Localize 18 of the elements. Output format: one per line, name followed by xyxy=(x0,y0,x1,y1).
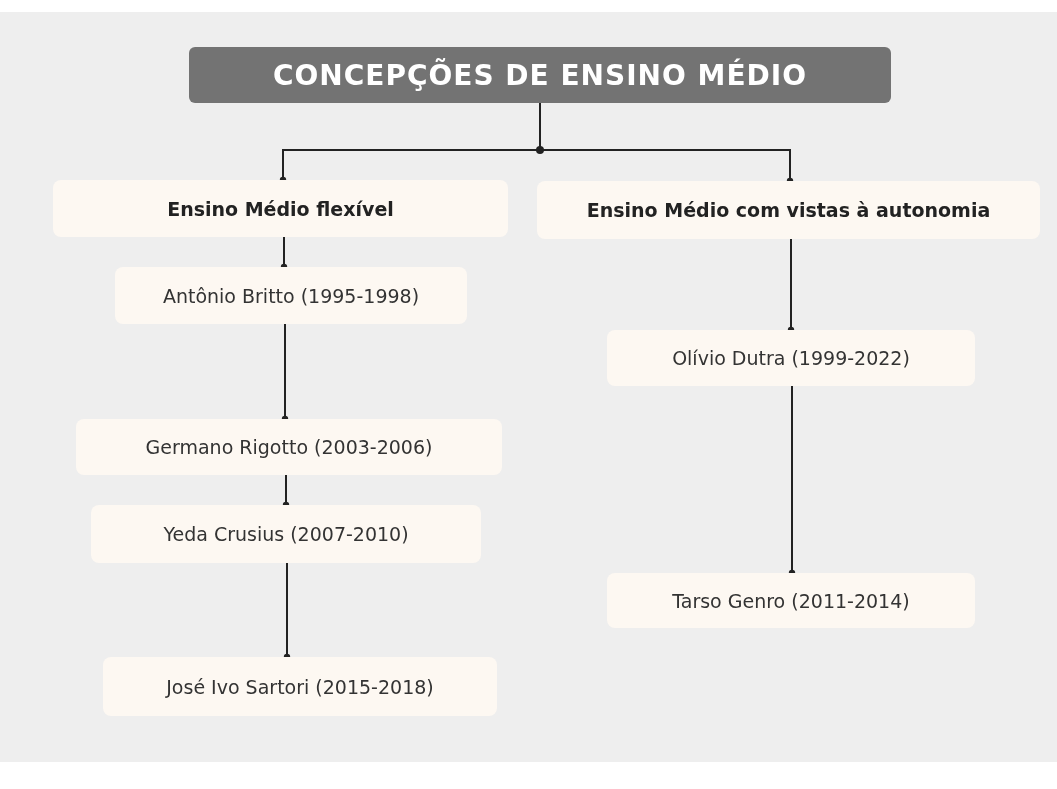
box-label: Tarso Genro (2011-2014) xyxy=(672,589,910,612)
box-label: Olívio Dutra (1999-2022) xyxy=(672,347,910,369)
governor-box xyxy=(115,267,467,324)
governor-box xyxy=(91,505,481,563)
box-label: Germano Rigotto (2003-2006) xyxy=(145,436,433,458)
box-label: José Ivo Sartori (2015-2018) xyxy=(166,675,434,698)
governor-box xyxy=(607,330,975,386)
box-label: Ensino Médio com vistas à autonomia xyxy=(586,199,991,221)
title-text: CONCEPÇÕES DE ENSINO MÉDIO xyxy=(272,58,808,92)
box-label: Ensino Médio flexível xyxy=(167,197,394,220)
category-box xyxy=(537,181,1040,239)
box-label: Antônio Britto (1995-1998) xyxy=(162,284,420,307)
box-label: Yeda Crusius (2007-2010) xyxy=(163,523,409,545)
governor-box xyxy=(607,573,975,628)
governor-box xyxy=(76,419,502,475)
category-box xyxy=(53,180,508,237)
governor-box xyxy=(103,657,497,716)
title-banner xyxy=(189,47,891,103)
